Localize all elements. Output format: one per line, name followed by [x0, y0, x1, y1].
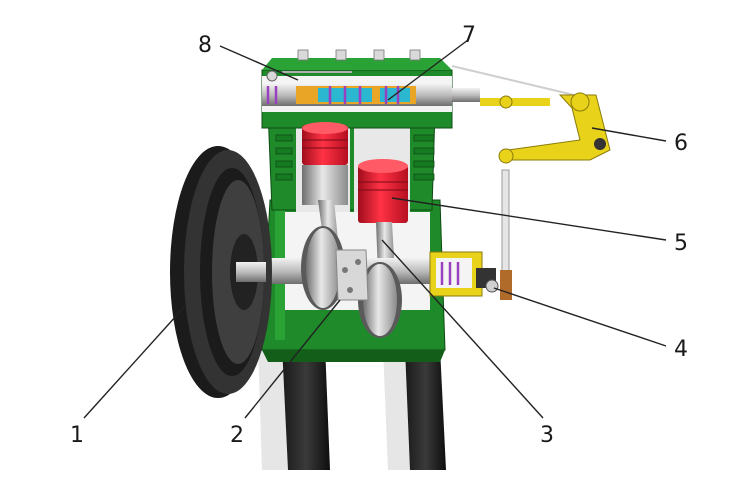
support-legs: [258, 345, 446, 470]
pulley-flywheel: [170, 146, 272, 398]
crankshaft: [230, 226, 430, 338]
callout-label-3: 3: [540, 423, 554, 448]
callout-label-2: 2: [230, 423, 244, 448]
unloader-valve: [429, 251, 499, 297]
callout-label-4: 4: [674, 337, 688, 362]
leader-4: [493, 287, 667, 347]
callout-label-1: 1: [70, 423, 84, 448]
cylinder-head: [261, 49, 480, 129]
callout-label-8: 8: [198, 33, 212, 58]
leader-2: [244, 299, 341, 419]
leader-1: [83, 304, 187, 419]
leader-5: [391, 197, 667, 241]
callout-leaders: [83, 39, 667, 419]
callout-label-5: 5: [674, 231, 688, 256]
callout-label-7: 7: [462, 23, 476, 48]
leader-8: [219, 45, 299, 81]
pistons: [302, 122, 408, 223]
callout-labels: 1 2 3 4 5 6 7 8: [70, 23, 688, 448]
callout-label-6: 6: [674, 131, 688, 156]
leader-3: [381, 239, 544, 419]
leader-7: [387, 39, 469, 101]
leader-6: [591, 127, 667, 142]
